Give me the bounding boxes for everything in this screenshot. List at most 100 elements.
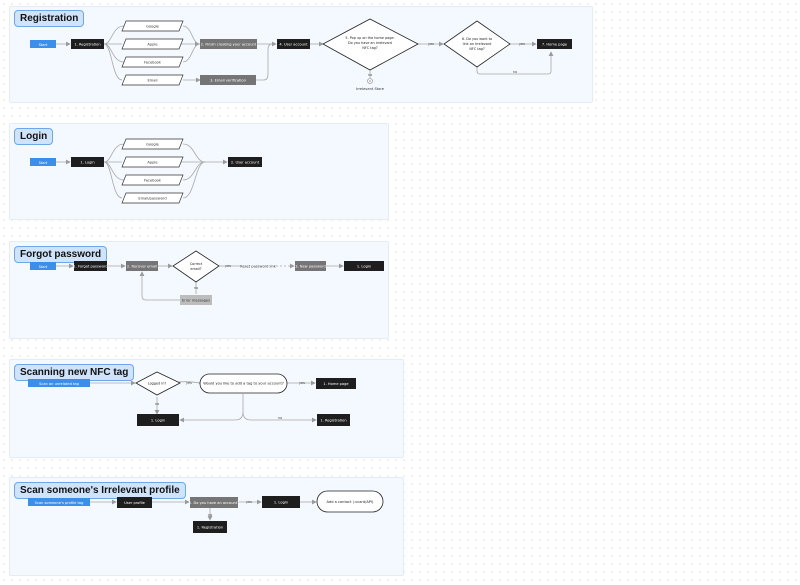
reg-option-facebook[interactable]: Facebook: [121, 56, 184, 68]
profile-user-label: User profile: [124, 501, 145, 505]
reg-start-node[interactable]: Start: [30, 40, 56, 48]
login-google-label: Google: [146, 143, 159, 147]
registration-section: [9, 6, 593, 103]
profile-registration-label: 1. Registration: [197, 526, 223, 530]
reg-email-label: Email: [148, 79, 158, 83]
scan-registration-label: 1. Registration: [320, 419, 346, 423]
profile-user-node[interactable]: User profile: [117, 497, 152, 508]
forgot-start-label: Start: [39, 265, 48, 269]
forgot-decision-line1: Correct: [190, 262, 203, 266]
scan-question-node[interactable]: Would you like to add a tag to your acco…: [199, 373, 288, 394]
login-step2-label: 2. User account: [231, 161, 260, 165]
forgot-step2-label: 2. Recover email: [127, 265, 157, 269]
scan-start-node[interactable]: Scan an unrelated tag: [28, 379, 90, 387]
scan-yes2-label: yes: [299, 381, 305, 385]
reg-step2-label: 2. Finish creating your account: [201, 43, 257, 47]
forgot-decision[interactable]: Correct email?: [172, 250, 220, 283]
profile-login-label: 1. Login: [274, 501, 288, 505]
forgot-step1-node[interactable]: 1. Forgot password: [73, 261, 108, 271]
scan-no2-label: no: [278, 416, 282, 420]
reg-decision2-line3: NFC tag?: [469, 47, 484, 51]
profile-question-label: 2. Do you have an account?: [189, 501, 239, 505]
reg-option-email[interactable]: Email: [121, 74, 184, 86]
reg-decision1[interactable]: 5. Pop up on the home page: Do you have …: [322, 18, 419, 71]
forgot-step4-node[interactable]: 1. Login: [344, 261, 384, 271]
login-step1-label: 1. Login: [80, 161, 94, 165]
scan-start-label: Scan an unrelated tag: [39, 382, 79, 386]
reg-decision2-line2: link an Irrelevant: [463, 42, 492, 46]
forgot-step2-node[interactable]: 2. Recover email: [126, 261, 158, 271]
reg-option-google[interactable]: Google: [121, 20, 184, 32]
reg-step4-node[interactable]: 4. User account: [277, 39, 310, 49]
scan-yes-label: yes: [186, 381, 192, 385]
login-option-facebook[interactable]: Facebook: [121, 174, 184, 186]
reg-decision2[interactable]: 6. Do you want to link an Irrelevant NFC…: [443, 20, 511, 68]
forgot-step3-node[interactable]: 3. New password: [295, 261, 326, 271]
scan-decision-logged-in[interactable]: Logged in?: [135, 371, 181, 396]
scan-login-label: 1. Login: [151, 419, 165, 423]
profile-add-contact-label: Add a contact (.vcard/API): [327, 500, 374, 504]
login-option-email[interactable]: Email/password: [121, 192, 184, 204]
scan-login-node[interactable]: 1. Login: [137, 414, 179, 426]
scan-no-label: no: [155, 402, 159, 406]
reg-decision1-line1: 5. Pop up on the home page:: [345, 36, 394, 40]
forgot-yes-label: yes: [225, 264, 231, 268]
forgot-reset-label: Reset password link: [240, 265, 277, 269]
scan-home-label: 1. Home page: [323, 382, 349, 386]
reg-step3-node[interactable]: 3. Email verification: [200, 75, 256, 85]
profile-start-label: Scan someone's profile tag: [35, 501, 84, 505]
profile-registration-node[interactable]: 1. Registration: [193, 521, 227, 533]
profile-yes-label: yes: [246, 500, 252, 504]
forgot-decision-line2: email?: [190, 267, 201, 271]
forgot-error-label: Error messages: [182, 299, 210, 303]
login-section: [9, 123, 389, 220]
reg-google-label: Google: [146, 25, 159, 29]
reg-step3-label: 3. Email verification: [210, 79, 246, 83]
login-step1-node[interactable]: 1. Login: [71, 157, 104, 167]
profile-question-node[interactable]: 2. Do you have an account?: [189, 497, 239, 508]
login-option-google[interactable]: Google: [121, 138, 184, 150]
scan-profile-title: Scan someone's Irrelevant profile: [14, 482, 186, 499]
registration-title: Registration: [14, 10, 85, 27]
reg-step7-node[interactable]: 7. Home page: [537, 39, 572, 49]
login-start-label: Start: [39, 161, 48, 165]
login-title: Login: [14, 128, 54, 145]
reg-decision1-line3: NFC tag?: [362, 46, 377, 50]
profile-no-label: no: [208, 513, 212, 517]
forgot-no-label: no: [194, 286, 198, 290]
forgot-step3-label: 3. New password: [295, 265, 326, 269]
login-option-apple[interactable]: Apple: [121, 156, 184, 168]
login-step2-node[interactable]: 2. User account: [228, 157, 262, 167]
login-email-label: Email/password: [138, 197, 166, 201]
profile-login-node[interactable]: 1. Login: [262, 496, 300, 508]
scan-question-label: Would you like to add a tag to your acco…: [203, 382, 284, 386]
reg-decision2-line1: 6. Do you want to: [462, 37, 492, 41]
reg-no2-label: no: [513, 70, 517, 74]
login-facebook-label: Facebook: [144, 179, 162, 183]
login-apple-label: Apple: [147, 161, 158, 165]
forgot-error-node[interactable]: Error messages: [180, 295, 212, 305]
reg-no1-label: no: [368, 73, 372, 77]
forgot-password-title: Forgot password: [14, 246, 108, 263]
reg-store-label: Irrelevant Store: [356, 87, 385, 91]
reg-option-apple[interactable]: Apple: [121, 38, 184, 50]
reg-step1-node[interactable]: 1. Registration: [71, 39, 104, 49]
profile-add-contact-node[interactable]: Add a contact (.vcard/API): [316, 490, 384, 513]
reg-step4-label: 4. User account: [279, 43, 308, 47]
reg-store-icon: [367, 78, 373, 84]
forgot-start-node[interactable]: Start: [30, 262, 56, 270]
reg-yes1-label: yes: [428, 42, 434, 46]
forgot-step1-label: 1. Forgot password: [73, 265, 107, 269]
scan-home-node[interactable]: 1. Home page: [316, 378, 356, 389]
reg-apple-label: Apple: [147, 43, 158, 47]
reg-step7-label: 7. Home page: [542, 43, 568, 47]
scan-registration-node[interactable]: 1. Registration: [317, 414, 350, 426]
reg-decision1-line2: Do you have an irrelevant: [348, 41, 393, 45]
reg-facebook-label: Facebook: [144, 61, 162, 65]
reg-step1-label: 1. Registration: [74, 43, 100, 47]
login-start-node[interactable]: Start: [30, 158, 56, 166]
reg-step2-node[interactable]: 2. Finish creating your account: [200, 39, 257, 49]
reg-yes2-label: yes: [519, 42, 525, 46]
profile-start-node[interactable]: Scan someone's profile tag: [28, 498, 90, 506]
